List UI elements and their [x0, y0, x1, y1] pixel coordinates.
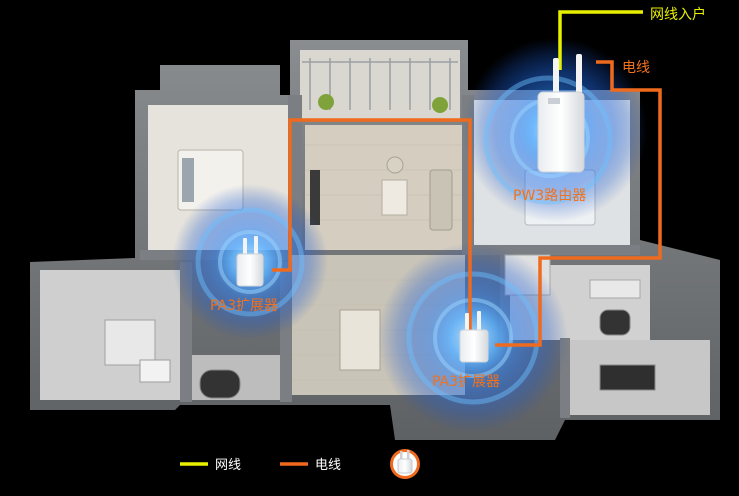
power-line-to-left-extender — [272, 118, 472, 338]
bath-cabinet — [599, 364, 656, 391]
legend-label-power: 电线 — [315, 458, 341, 473]
router-device — [537, 54, 585, 173]
label-extender-left: PA3扩展器 — [210, 298, 278, 314]
label-extender-bottom: PA3扩展器 — [432, 374, 500, 390]
ottoman — [386, 156, 404, 174]
bathtub-right — [599, 309, 631, 336]
label-power-line: 电线 — [622, 60, 650, 76]
plant — [318, 94, 334, 110]
balcony-rail — [302, 58, 458, 110]
coffee-table — [381, 179, 408, 216]
powerline-adapter-icon — [390, 449, 420, 479]
sofa — [429, 169, 453, 231]
tv-cabinet — [310, 170, 320, 225]
bathtub-left — [199, 369, 241, 399]
plant — [432, 97, 448, 113]
extender-bottom-device — [459, 311, 489, 363]
legend: 网线 电线 — [180, 449, 420, 479]
kitchen-counter — [589, 279, 641, 299]
label-network-in: 网线入户 — [650, 6, 706, 23]
network-cable-in — [558, 10, 643, 70]
chair — [139, 359, 171, 383]
power-line-router-to-bottom — [495, 60, 662, 347]
legend-label-network: 网线 — [215, 458, 241, 473]
extender-left-device — [236, 236, 264, 287]
dining-table — [339, 309, 381, 371]
desk — [104, 319, 156, 366]
bed-left-pillow — [182, 158, 194, 202]
label-router: PW3路由器 — [513, 188, 586, 204]
